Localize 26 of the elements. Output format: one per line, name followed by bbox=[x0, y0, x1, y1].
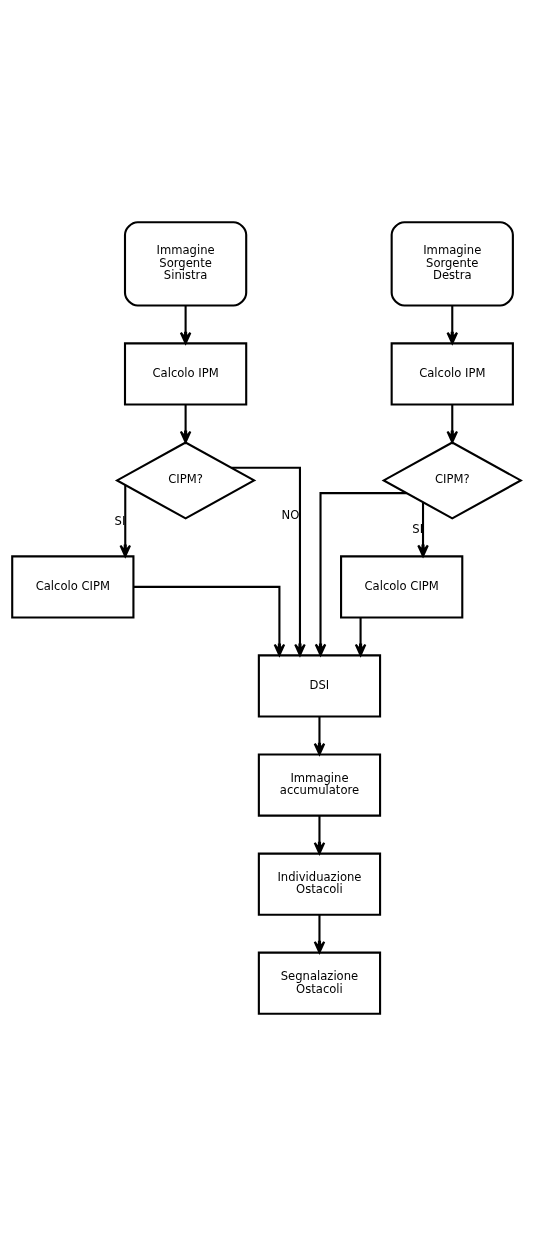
node-box: Calcolo CIPM bbox=[340, 555, 464, 619]
node-box: Calcolo IPM bbox=[123, 342, 248, 406]
arrow bbox=[313, 815, 326, 855]
arrow bbox=[417, 502, 429, 558]
node-box: DSI bbox=[257, 654, 382, 718]
arrow bbox=[231, 466, 306, 657]
edge-label: NO bbox=[281, 507, 300, 522]
arrow bbox=[314, 492, 407, 657]
arrow bbox=[446, 305, 459, 345]
node-box: Individuazione Ostacoli bbox=[257, 852, 382, 916]
arrow bbox=[179, 305, 192, 345]
arrow bbox=[313, 914, 326, 954]
arrow bbox=[313, 716, 326, 756]
arrow bbox=[133, 585, 286, 657]
node-box: Segnalazione Ostacoli bbox=[257, 951, 382, 1015]
node-box: Calcolo IPM bbox=[390, 342, 514, 406]
arrow bbox=[119, 485, 132, 558]
node-diamond: CIPM? bbox=[381, 441, 523, 520]
node-box: Immagine accumulatore bbox=[257, 753, 382, 817]
arrow bbox=[446, 404, 459, 444]
arrow bbox=[179, 404, 192, 444]
node-box: Calcolo CIPM bbox=[11, 555, 135, 619]
edge-label: SI bbox=[412, 522, 424, 537]
node-box: Immagine Sorgente Sinistra bbox=[123, 221, 248, 307]
node-box: Immagine Sorgente Destra bbox=[390, 221, 514, 307]
arrow bbox=[354, 617, 367, 657]
